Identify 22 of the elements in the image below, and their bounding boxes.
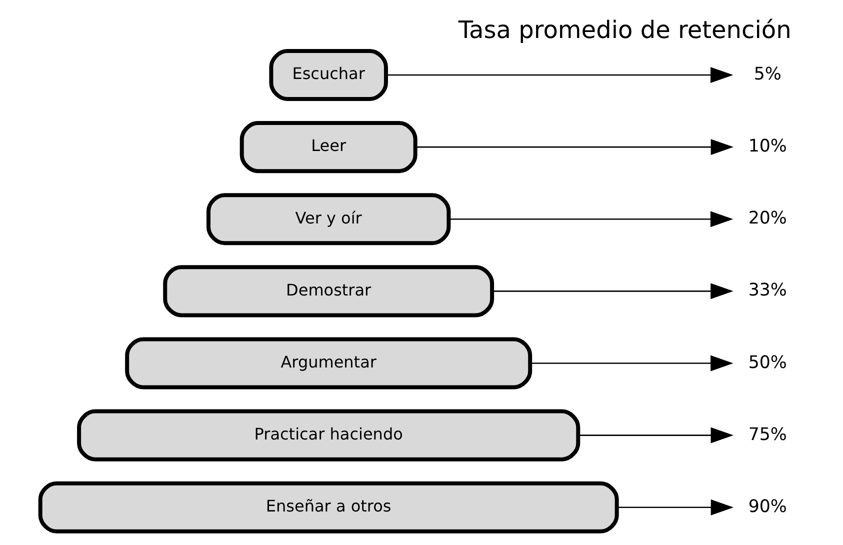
node-box: Argumentar bbox=[124, 337, 532, 390]
node-box: Leer bbox=[239, 121, 417, 174]
node-box: Practicar haciendo bbox=[76, 409, 580, 462]
arrow bbox=[415, 139, 734, 155]
arrow bbox=[448, 211, 733, 228]
node-box: Enseñar a otros bbox=[38, 481, 618, 534]
node-text: 10% bbox=[748, 136, 786, 157]
node-text: 20% bbox=[748, 208, 786, 229]
node-text: 5% bbox=[753, 64, 781, 85]
arrow bbox=[386, 67, 733, 83]
node-text: 90% bbox=[748, 496, 786, 517]
node-text: 50% bbox=[748, 352, 786, 373]
node-text: 33% bbox=[748, 280, 786, 301]
arrow bbox=[492, 283, 733, 300]
node-box: Demostrar bbox=[162, 265, 494, 318]
arrow bbox=[530, 355, 733, 372]
node-text: 75% bbox=[748, 424, 786, 445]
arrow bbox=[616, 499, 734, 516]
arrow bbox=[578, 427, 733, 444]
node-box: Escuchar bbox=[268, 48, 388, 102]
node-box: Ver y oír bbox=[206, 193, 450, 246]
diagram-title: Tasa promedio de retención bbox=[458, 16, 791, 44]
